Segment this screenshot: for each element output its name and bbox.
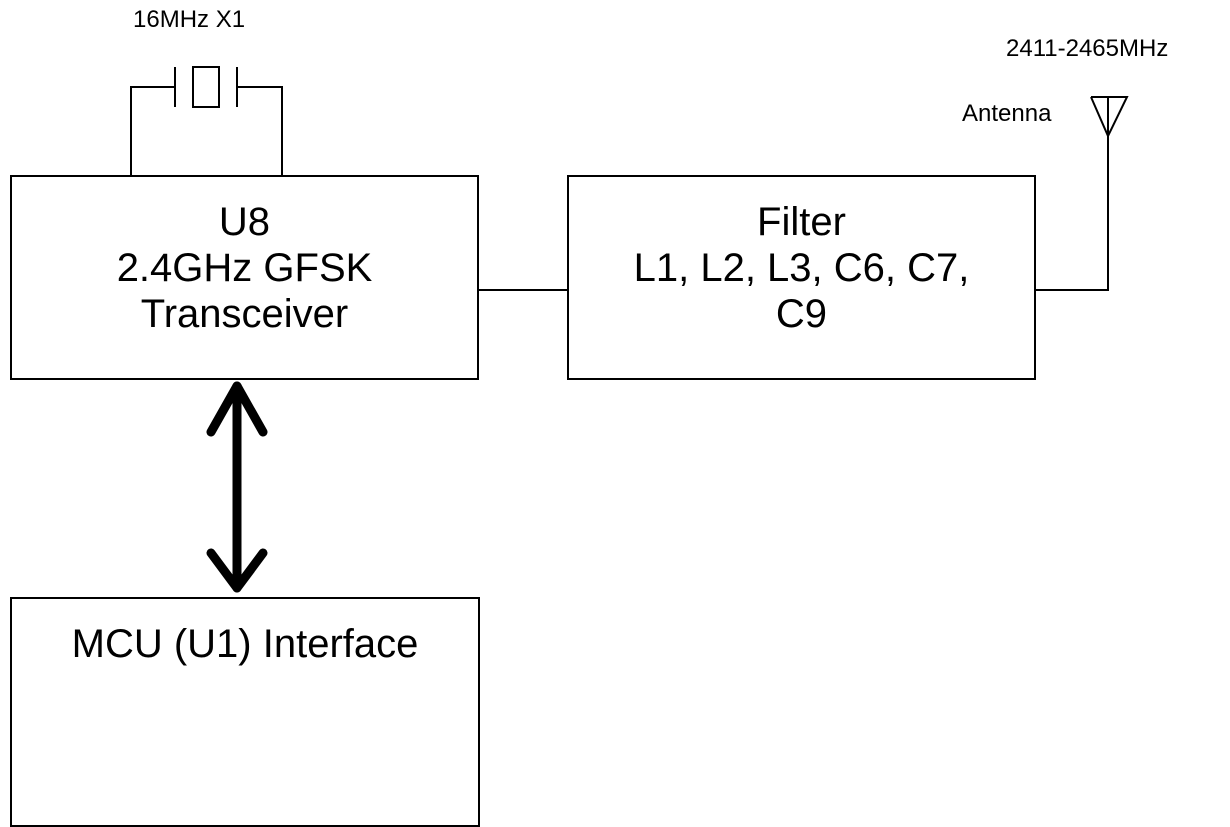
crystal-label: 16MHz X1 [133,6,246,33]
transceiver-block: U8 2.4GHz GFSK Transceiver [10,175,479,380]
transceiver-designator: U8 [218,200,271,244]
filter-components-line-1: L1, L2, L3, C6, C7, [633,246,970,290]
crystal-symbol-icon [130,66,283,175]
antenna-feed-wire [1036,136,1109,291]
bidirectional-bus-arrow-icon [206,381,268,593]
transceiver-type: 2.4GHz GFSK [116,246,373,290]
antenna-icon [1090,96,1129,139]
antenna-label: Antenna [962,100,1052,127]
mcu-interface-label: MCU (U1) Interface [71,622,419,666]
filter-title: Filter [757,200,846,244]
filter-components-line-2: C9 [775,292,828,336]
antenna-frequency-label: 2411-2465MHz [1006,35,1169,62]
filter-block: Filter L1, L2, L3, C6, C7, C9 [567,175,1036,380]
mcu-interface-block: MCU (U1) Interface [10,597,480,827]
transceiver-name: Transceiver [140,292,349,336]
